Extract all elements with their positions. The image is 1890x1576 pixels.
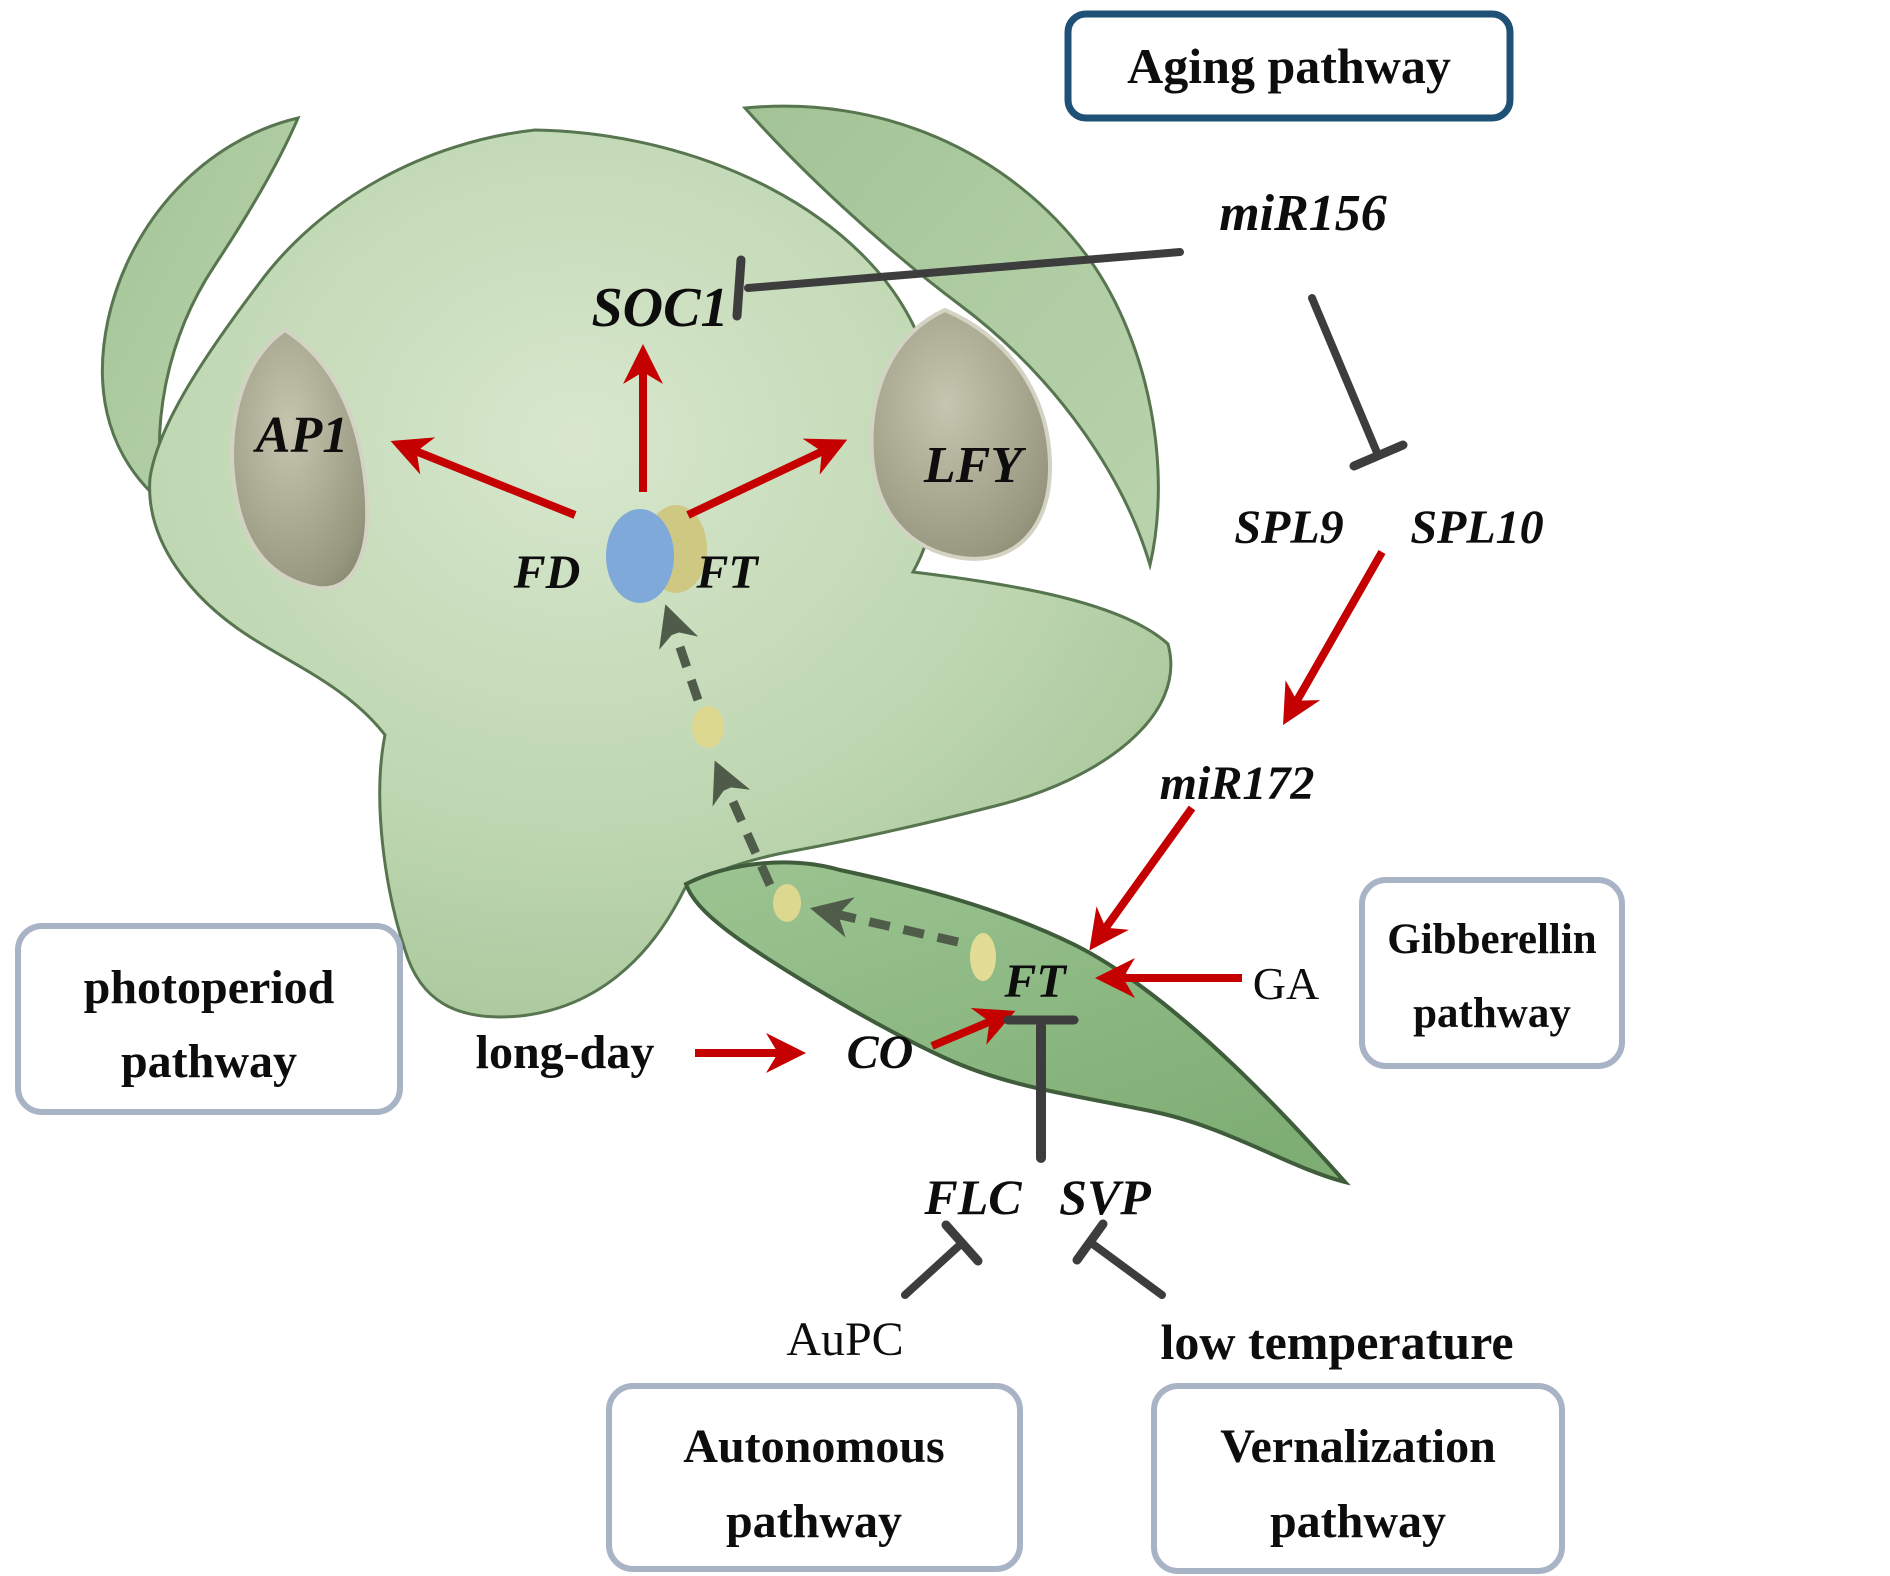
label-soc1: SOC1 — [592, 277, 729, 339]
gibberellin-pathway-line2: pathway — [1413, 990, 1571, 1037]
activation-arrows — [390, 344, 1386, 1073]
label-ft-meristem: FT — [695, 546, 759, 599]
arrow-fdft-to-ap1 — [390, 437, 577, 519]
ft-protein-dot-mid — [773, 884, 801, 922]
fd-protein-ellipse — [606, 509, 674, 603]
ft-protein-dot-leaf — [970, 933, 996, 981]
ft-protein-dot-upper — [692, 706, 724, 748]
primordium-lfy — [869, 307, 1053, 561]
vernalization-pathway-line2: pathway — [1270, 1495, 1446, 1548]
vernalization-pathway-box: Vernalization pathway — [1151, 1383, 1565, 1574]
ft-transport-path — [659, 604, 996, 981]
label-fd: FD — [513, 546, 581, 599]
label-low-temperature: low temperature — [1160, 1314, 1513, 1370]
aging-pathway-label: Aging pathway — [1127, 38, 1451, 94]
inhibit-mir156-to-soc1 — [744, 248, 1184, 292]
label-ap1: AP1 — [253, 407, 348, 464]
autonomous-pathway-line2: pathway — [726, 1495, 902, 1548]
inhibition-lines — [732, 248, 1408, 1299]
photoperiod-pathway-line2: pathway — [121, 1035, 297, 1088]
label-co: CO — [847, 1026, 914, 1079]
autonomous-pathway-line1: Autonomous — [683, 1420, 944, 1473]
arrow-mir172-to-ft — [1089, 805, 1196, 951]
inhibit-mir156-to-spl-bar — [1349, 440, 1408, 471]
vernalization-pathway-line1: Vernalization — [1220, 1420, 1496, 1473]
pathway-boxes: Aging pathway photoperiod pathway Gibber… — [15, 10, 1625, 1574]
label-lfy: LFY — [923, 437, 1026, 494]
transport-dash-3 — [659, 604, 703, 702]
photoperiod-pathway-box: photoperiod pathway — [15, 923, 403, 1115]
inhibit-aupc-to-flc-bar — [941, 1220, 983, 1266]
inhibit-mir156-to-soc1-bar — [732, 255, 746, 321]
labels: SOC1 AP1 LFY FD FT miR156 SPL9 SPL10 miR… — [253, 185, 1544, 1370]
inhibit-lowtemp-to-svp-bar — [1072, 1219, 1108, 1265]
inhibit-mir156-to-spl — [1308, 294, 1382, 459]
arrow-co-to-ft — [930, 1007, 1016, 1050]
label-spl9: SPL9 — [1234, 501, 1343, 554]
label-mir172: miR172 — [1160, 757, 1315, 810]
inhibit-lowtemp-to-svp — [1086, 1238, 1166, 1299]
arrow-spl-to-mir172 — [1283, 550, 1386, 725]
label-svp: SVP — [1059, 1169, 1151, 1225]
label-ft-leaf: FT — [1003, 955, 1067, 1008]
photoperiod-pathway-line1: photoperiod — [84, 961, 335, 1014]
label-long-day: long-day — [476, 1026, 655, 1079]
arrow-fdft-to-lfy — [686, 438, 848, 519]
label-aupc: AuPC — [786, 1313, 903, 1366]
primordium-ap1 — [230, 327, 370, 591]
transport-dash-1 — [809, 897, 960, 947]
autonomous-pathway-box: Autonomous pathway — [606, 1383, 1023, 1572]
label-spl10: SPL10 — [1410, 501, 1543, 554]
right-young-leaf — [741, 104, 1160, 571]
label-ga: GA — [1253, 958, 1319, 1009]
inhibit-aupc-to-flc — [901, 1239, 966, 1299]
transport-dash-2 — [712, 760, 775, 887]
label-flc: FLC — [923, 1169, 1022, 1225]
fd-ft-complex — [606, 505, 707, 603]
gibberellin-pathway-box: Gibberellin pathway — [1359, 877, 1625, 1069]
gibberellin-pathway-line1: Gibberellin — [1387, 916, 1597, 963]
aging-pathway-box: Aging pathway — [1064, 10, 1514, 122]
label-mir156: miR156 — [1219, 185, 1387, 242]
